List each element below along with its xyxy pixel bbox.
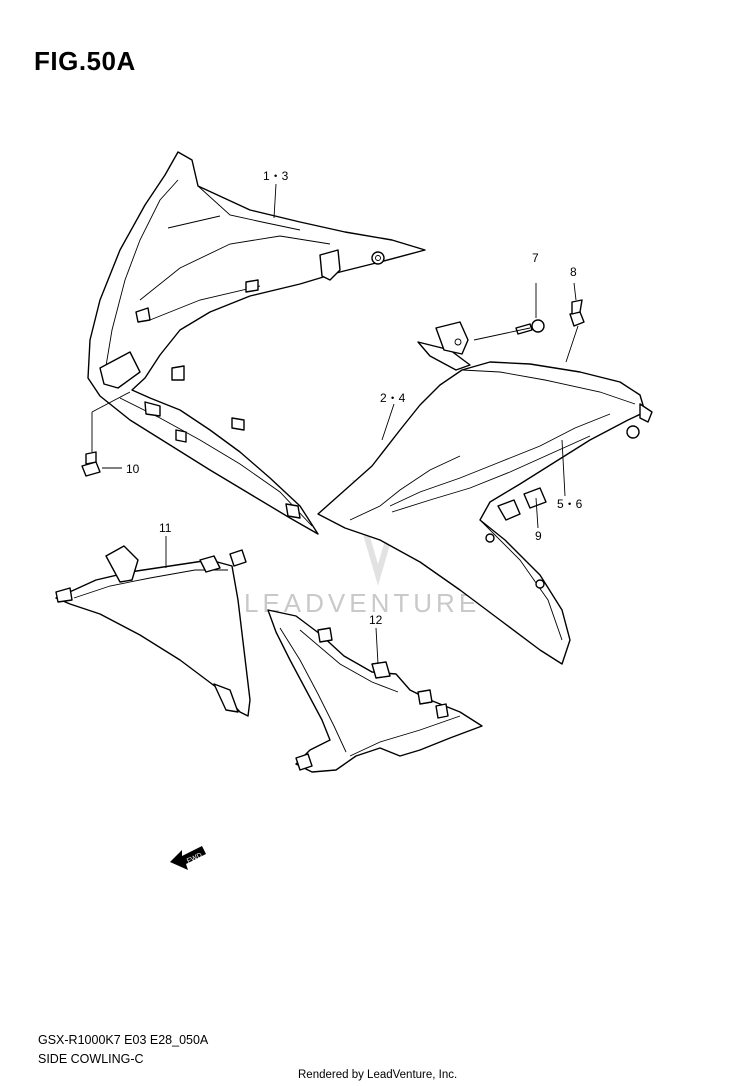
fastener-screw-7 (515, 319, 545, 335)
fastener-clip-8 (569, 299, 585, 327)
forward-direction-arrow: FWD (170, 846, 206, 870)
rendered-by-credit: Rendered by LeadVenture, Inc. (298, 1069, 458, 1081)
leader-lines (91, 183, 579, 665)
figure-title: FIG.50A (34, 46, 136, 76)
section-name: SIDE COWLING-C (38, 1052, 144, 1066)
fastener-clip-10 (81, 451, 101, 477)
callout-9: 9 (535, 529, 542, 543)
callout-2-4: 2・4 (380, 391, 406, 405)
callout-5-6: 5・6 (557, 497, 583, 511)
callout-12: 12 (369, 613, 383, 627)
part-outer-side-cowling (317, 321, 653, 665)
callout-10: 10 (126, 462, 140, 476)
callout-1-3: 1・3 (263, 169, 289, 183)
callout-8: 8 (570, 265, 577, 279)
model-code: GSX-R1000K7 E03 E28_050A (38, 1033, 209, 1047)
callout-7: 7 (532, 251, 539, 265)
part-upper-inner-cowling (87, 151, 426, 535)
part-lower-inner-cowling-12 (267, 609, 483, 773)
callout-11: 11 (159, 521, 172, 535)
part-inner-panel-11 (55, 545, 251, 717)
